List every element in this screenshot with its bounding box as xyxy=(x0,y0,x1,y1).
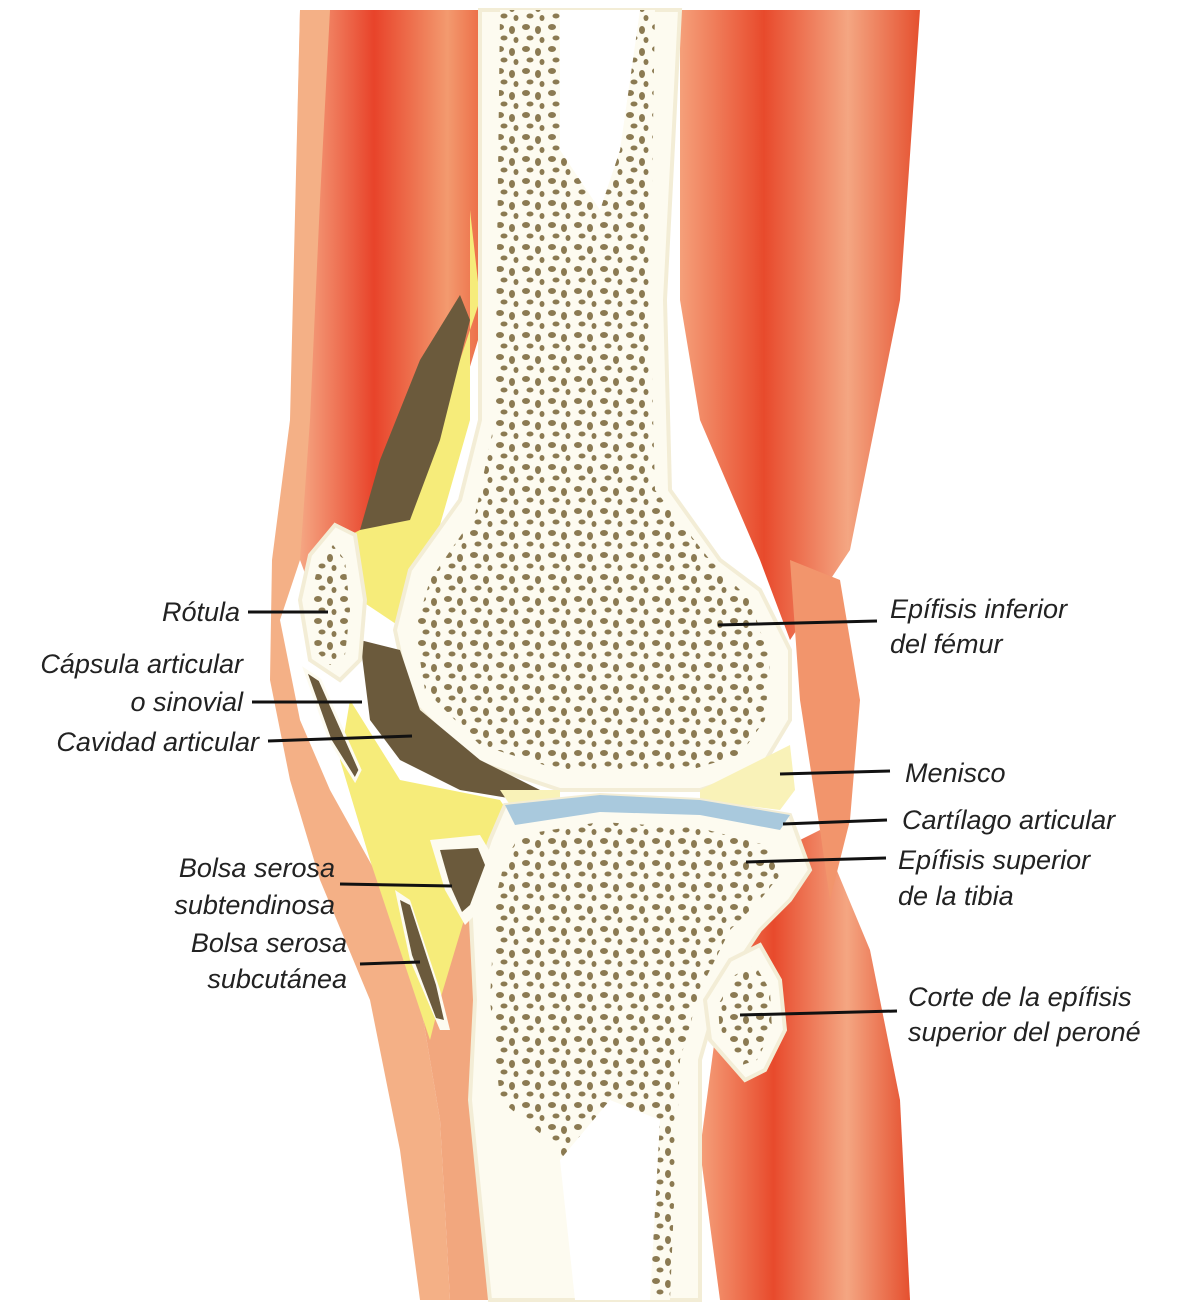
label-menisco: Menisco xyxy=(905,758,1006,788)
label-bolsa-subcutanea-line2: subcutánea xyxy=(207,964,347,994)
label-tibia-line1: Epífisis superior xyxy=(898,845,1091,875)
label-bolsa-subtendinosa-line1: Bolsa serosa xyxy=(179,853,335,883)
label-capsula-line1: Cápsula articular xyxy=(40,649,244,679)
label-cavidad: Cavidad articular xyxy=(56,727,260,757)
label-rotula: Rótula xyxy=(162,597,240,627)
leader-menisco xyxy=(780,771,890,774)
label-femur-line1: Epífisis inferior xyxy=(890,594,1068,624)
label-cartilago: Cartílago articular xyxy=(902,805,1116,835)
label-perone-line2: superior del peroné xyxy=(908,1017,1141,1047)
label-bolsa-subcutanea-line1: Bolsa serosa xyxy=(191,928,347,958)
label-capsula-line2: o sinovial xyxy=(130,687,244,717)
label-tibia-line2: de la tibia xyxy=(898,881,1014,911)
leader-bolsa-subcutanea xyxy=(360,962,420,964)
label-femur-line2: del fémur xyxy=(890,629,1004,659)
label-bolsa-subtendinosa-line2: subtendinosa xyxy=(174,890,335,920)
leader-cartilago xyxy=(783,820,887,824)
label-perone-line1: Corte de la epífisis xyxy=(908,982,1132,1012)
right-thigh-muscle xyxy=(680,10,920,640)
leader-bolsa-subtendinosa xyxy=(340,884,452,886)
